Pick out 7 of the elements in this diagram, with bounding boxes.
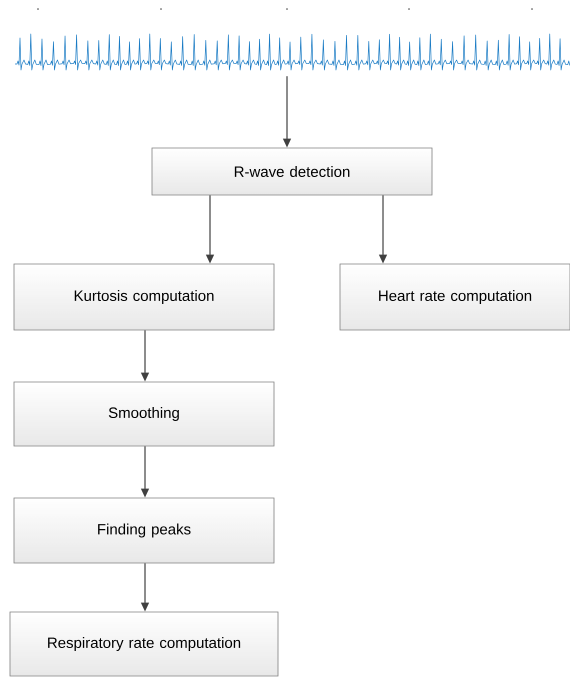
process-box: R-wave detection <box>152 148 432 196</box>
process-box: Heart rate computation <box>340 264 570 330</box>
process-box: Smoothing <box>14 382 274 446</box>
process-box: Finding peaks <box>14 498 274 564</box>
process-box: Respiratory rate computation <box>10 612 278 676</box>
ecg-drawing <box>14 8 570 70</box>
process-box: Kurtosis computation <box>14 264 274 330</box>
